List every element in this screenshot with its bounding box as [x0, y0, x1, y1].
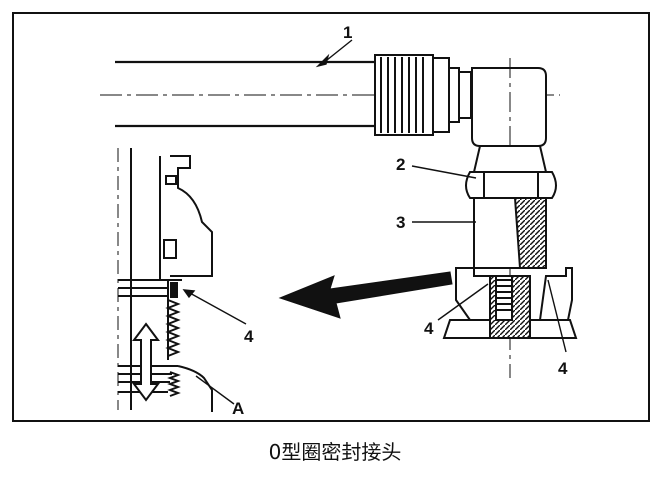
callout-3: 3 [396, 213, 405, 232]
hose-ferrule [374, 54, 472, 136]
leader-lines [182, 39, 567, 405]
elbow-body [471, 58, 547, 378]
callout-4-right: 4 [558, 359, 568, 378]
port-block [442, 267, 578, 339]
detail-view [117, 148, 213, 412]
callout-4-detail: 4 [244, 327, 254, 346]
adapter-body [473, 197, 547, 269]
flow-arrow [278, 271, 453, 319]
callout-a: A [232, 399, 244, 418]
callout-4-left: 4 [424, 319, 434, 338]
callout-2: 2 [396, 155, 405, 174]
double-arrow [132, 322, 160, 402]
diagram-frame [12, 12, 650, 422]
callout-1: 1 [343, 23, 352, 42]
swivel-nut [465, 145, 557, 199]
figure-caption: 0型圈密封接头 [268, 440, 402, 464]
o-ring-seal [170, 282, 178, 298]
hose [100, 60, 560, 128]
